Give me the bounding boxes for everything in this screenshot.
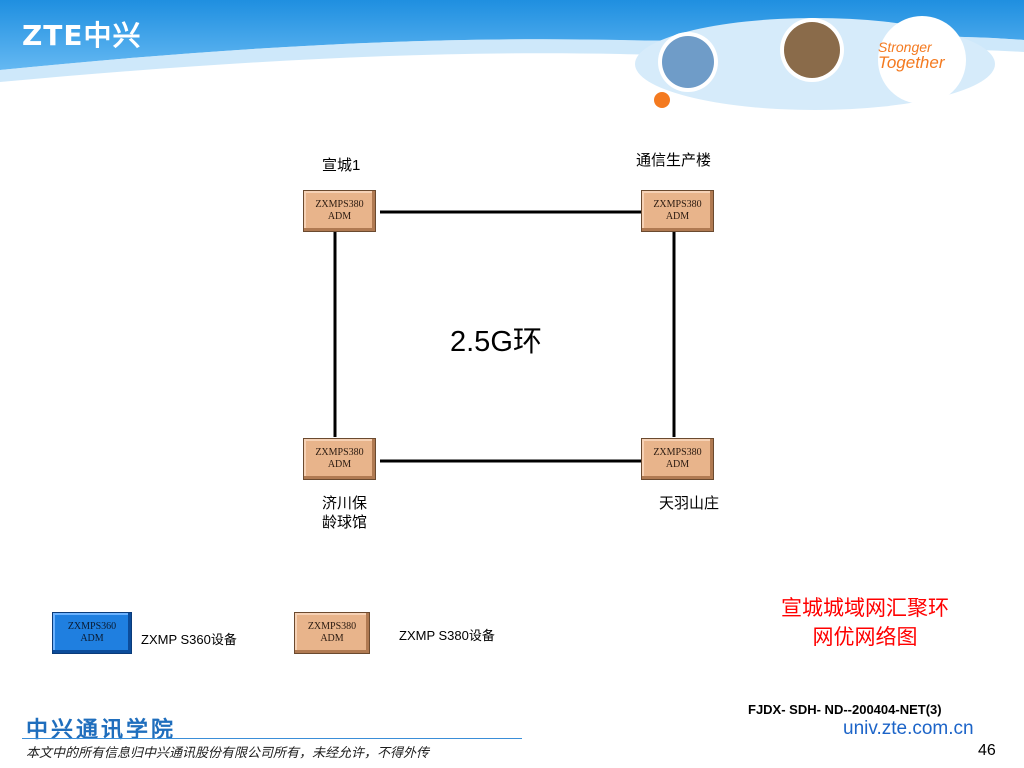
legend-node-s380: ZXMPS380 ADM bbox=[294, 612, 370, 654]
node-model: ZXMPS380 bbox=[315, 199, 364, 210]
site-label-xuancheng1: 宣城1 bbox=[322, 157, 361, 174]
legend-type: ADM bbox=[80, 633, 104, 644]
node-xuancheng1[interactable]: ZXMPS380 ADM bbox=[303, 190, 376, 232]
node-type: ADM bbox=[665, 211, 690, 222]
legend-type: ADM bbox=[320, 633, 344, 644]
slogan-line1: Stronger bbox=[878, 39, 932, 55]
copyright-notice: 本文中的所有信息归中兴通讯股份有限公司所有，未经允许，不得外传 bbox=[26, 745, 430, 760]
node-jichuan[interactable]: ZXMPS380 ADM bbox=[303, 438, 376, 480]
node-type: ADM bbox=[665, 459, 690, 470]
footer-url[interactable]: univ.zte.com.cn bbox=[843, 718, 974, 739]
legend-node-s360: ZXMPS360 ADM bbox=[52, 612, 132, 654]
node-model: ZXMPS380 bbox=[653, 447, 702, 458]
legend-model: ZXMPS380 bbox=[307, 621, 357, 632]
footer-divider bbox=[22, 738, 522, 739]
diagram-title-line1: 宣城城域网汇聚环 bbox=[781, 597, 949, 620]
legend-text-s360: ZXMP S360设备 bbox=[141, 632, 237, 647]
slogan: Stronger Together bbox=[878, 39, 968, 72]
node-type: ADM bbox=[327, 459, 352, 470]
node-model: ZXMPS380 bbox=[315, 447, 364, 458]
node-model: ZXMPS380 bbox=[653, 199, 702, 210]
node-tongxin[interactable]: ZXMPS380 ADM bbox=[641, 190, 714, 232]
academy-logo: 中兴通讯学院 bbox=[26, 717, 177, 742]
ring-label: 2.5G环 bbox=[450, 326, 542, 358]
slogan-line2: Together bbox=[878, 53, 945, 72]
header-wave-graphic bbox=[0, 0, 1024, 110]
page-number: 46 bbox=[978, 742, 996, 759]
site-label-jichuan-line1: 济川保 bbox=[322, 495, 368, 512]
header-banner: ZTE中兴 Stronger Together bbox=[0, 0, 1024, 115]
legend-model: ZXMPS360 bbox=[67, 621, 117, 632]
site-label-jichuan-line2: 龄球馆 bbox=[322, 514, 368, 531]
node-type: ADM bbox=[327, 211, 352, 222]
zte-logo: ZTE中兴 bbox=[22, 19, 142, 52]
legend-text-s380: ZXMP S380设备 bbox=[399, 628, 495, 643]
site-label-jichuan: 济川保 龄球馆 bbox=[322, 494, 367, 532]
site-label-tianyu: 天羽山庄 bbox=[659, 495, 720, 512]
node-tianyu[interactable]: ZXMPS380 ADM bbox=[641, 438, 714, 480]
diagram-title-line2: 网优网络图 bbox=[812, 626, 918, 649]
diagram-title: 宣城城域网汇聚环 网优网络图 bbox=[740, 594, 990, 652]
site-label-tongxin: 通信生产楼 bbox=[636, 152, 712, 169]
document-ref: FJDX- SDH- ND--200404-NET(3) bbox=[748, 702, 942, 717]
